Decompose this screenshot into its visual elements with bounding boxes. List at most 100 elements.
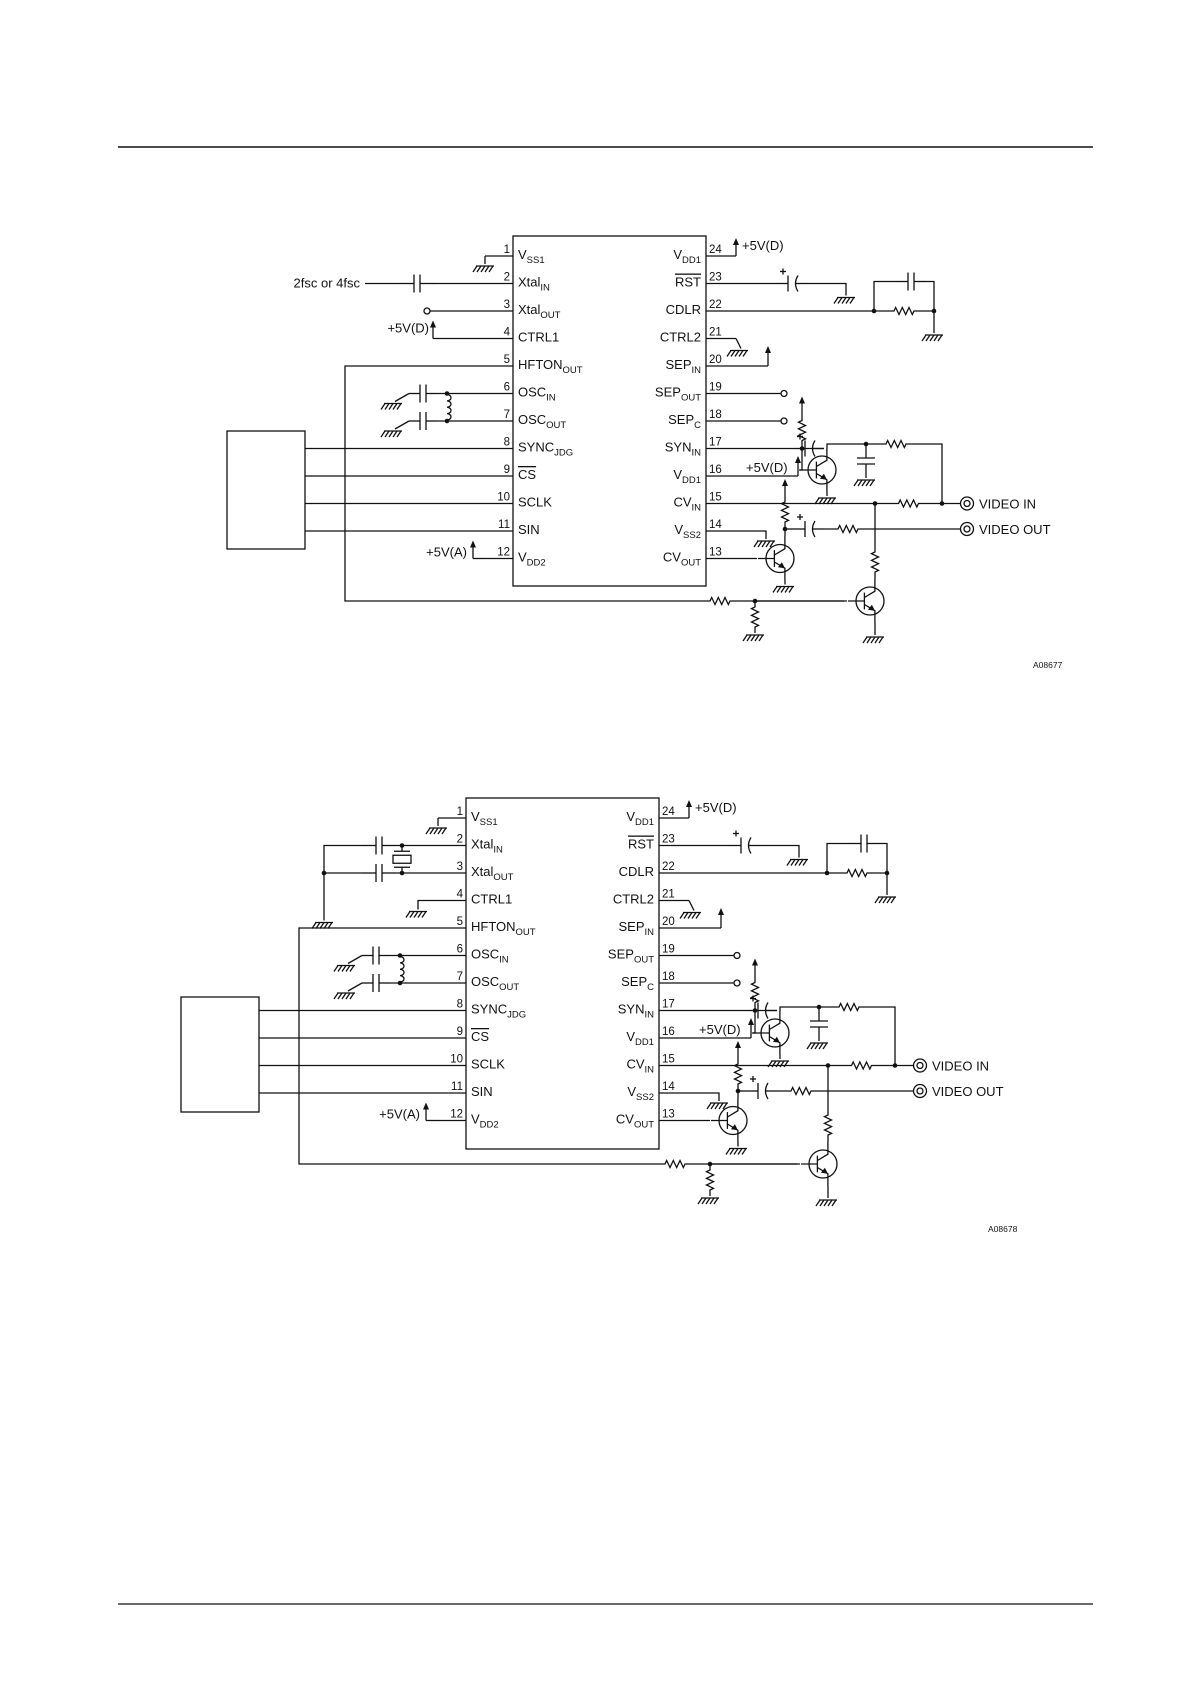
capacitor	[362, 864, 396, 882]
pin-number: 7	[504, 409, 510, 421]
resistor	[777, 1085, 825, 1097]
junction-dot	[321, 870, 327, 876]
wire	[808, 282, 847, 296]
arrow-head	[735, 1041, 741, 1048]
pin-name: VSS1	[518, 247, 545, 266]
ground-symbol	[706, 1102, 728, 1110]
pin-number: 16	[709, 464, 722, 476]
rca-jack	[959, 521, 975, 537]
pin-name: SYNCJDG	[518, 440, 573, 459]
wire	[926, 443, 943, 504]
emitter-arrow	[730, 1124, 738, 1131]
pin-number: 8	[504, 437, 510, 449]
pin-name: SCLK	[518, 495, 552, 510]
ground-symbol	[806, 1042, 828, 1050]
pin-name: HFTONOUT	[471, 919, 536, 938]
pin-number: 24	[662, 806, 675, 818]
ground-symbol	[772, 585, 794, 593]
ground-symbol	[333, 964, 355, 972]
wire	[394, 392, 410, 403]
resistor	[660, 1158, 690, 1170]
pin-name: VSS1	[471, 809, 498, 828]
rca-jack	[959, 496, 975, 511]
wire	[873, 280, 896, 311]
npn-transistor	[801, 1142, 838, 1186]
resistor	[749, 601, 761, 633]
pin-number: 15	[709, 492, 722, 504]
npn-transistor	[711, 1098, 748, 1143]
pin-number: 10	[450, 1054, 463, 1066]
ic-body	[512, 235, 707, 587]
pin-name: CTRL2	[613, 892, 654, 907]
wire	[736, 530, 767, 539]
pin-number: 18	[709, 409, 722, 421]
supply-arrow	[799, 396, 805, 413]
pin-number: 6	[504, 382, 510, 394]
supply-arrow	[782, 479, 788, 495]
pin-number: 14	[709, 519, 722, 531]
crystal	[392, 845, 412, 873]
supply-arrow	[686, 800, 692, 818]
pin-number: 15	[662, 1054, 675, 1066]
ground-symbol	[833, 296, 855, 304]
pin-number: 23	[662, 834, 675, 846]
pin-name: CDLR	[666, 302, 701, 317]
pin-name: SEPOUT	[655, 385, 701, 404]
supply-label: +5V(D)	[746, 460, 788, 475]
ground-symbol	[874, 896, 896, 904]
pin-number: 20	[662, 916, 675, 928]
supply-arrow	[748, 1018, 754, 1038]
ic-body	[465, 797, 660, 1150]
pin-number: 16	[662, 1026, 675, 1038]
arrow-head	[765, 346, 771, 353]
supply-arrow	[718, 908, 724, 928]
pin-name: SEPIN	[618, 919, 654, 938]
resistor	[875, 498, 942, 509]
supply-label: +5V(A)	[426, 545, 467, 560]
capacitor	[896, 272, 926, 291]
open-terminal	[733, 979, 741, 987]
npn-transistor	[800, 448, 837, 492]
pin-name: OSCIN	[518, 385, 556, 404]
ground-symbol	[697, 1197, 719, 1205]
pin-number: 7	[457, 971, 463, 983]
wire	[689, 1092, 720, 1101]
arrow-head	[686, 800, 692, 807]
pin-number: 8	[457, 999, 463, 1011]
ground-symbol	[786, 858, 808, 866]
emitter-arrow	[867, 604, 875, 611]
pin-number: 19	[662, 944, 675, 956]
pin-name: VSS2	[674, 522, 701, 541]
ground-symbol	[726, 349, 748, 357]
wire	[826, 443, 866, 448]
capacitor	[409, 412, 437, 430]
pin-number: 1	[504, 244, 510, 256]
pin-number: 9	[457, 1026, 463, 1038]
pin-number: 17	[662, 999, 675, 1011]
pin-number: 13	[709, 547, 722, 559]
supply-label: +5V(D)	[695, 800, 737, 815]
supply-arrow	[735, 1041, 741, 1057]
pin-number: 12	[497, 547, 510, 559]
pin-number: 3	[457, 861, 463, 873]
junction-dot	[399, 870, 405, 876]
pin-number: 19	[709, 382, 722, 394]
junction-dot	[399, 843, 405, 848]
pin-name: XtalOUT	[471, 864, 514, 883]
supply-arrow	[430, 320, 436, 339]
pin-number: 22	[709, 299, 722, 311]
pin-number: 24	[709, 244, 722, 256]
pin-number: 20	[709, 354, 722, 366]
pin-name: CVIN	[626, 1057, 654, 1076]
npn-transistor	[758, 536, 795, 581]
figure-code: A08677	[1033, 660, 1063, 670]
pin-name: CS	[518, 467, 536, 482]
oscillator-label: 2fsc or 4fsc	[294, 276, 361, 291]
ground-symbol	[862, 636, 884, 644]
junction-dot	[397, 953, 403, 958]
pin-name: SEPOUT	[608, 947, 654, 966]
pin-name: VDD2	[518, 550, 546, 569]
capacitor	[849, 834, 879, 853]
